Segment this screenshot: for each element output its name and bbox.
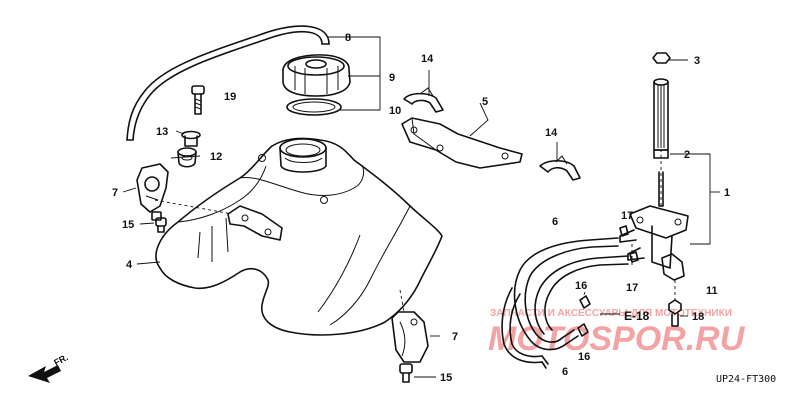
fuel-valve xyxy=(619,205,689,281)
watermark-line2: MOTOSPOR.RU xyxy=(488,320,746,358)
collar-13 xyxy=(181,130,201,147)
grommet-12 xyxy=(177,147,197,168)
front-direction-indicator: FR. xyxy=(28,352,70,383)
bolt-15-left xyxy=(155,217,167,233)
callout-7-left: 7 xyxy=(112,187,118,199)
cap-gasket xyxy=(286,98,342,116)
callout-14-lower: 14 xyxy=(545,127,558,139)
clip-17-lower xyxy=(629,251,639,263)
callout-7-bottom: 7 xyxy=(452,331,458,343)
clip-17-upper xyxy=(619,225,629,237)
fuel-cap xyxy=(282,54,351,97)
fuel-hoses xyxy=(501,237,629,369)
hose-clip-upper xyxy=(403,87,444,113)
callout-14-upper: 14 xyxy=(421,53,434,65)
watermark-line1: ЗАПЧАСТИ И АКСЕССУАРЫ ДЛЯ МОТОТЕХНИКИ xyxy=(490,308,732,319)
clip-16-upper xyxy=(579,295,591,309)
callout-6-upper: 6 xyxy=(552,216,558,228)
callout-10: 10 xyxy=(389,105,401,117)
callout-15-bottom: 15 xyxy=(440,372,452,384)
bolt-15-bottom xyxy=(399,363,413,383)
diagram-code: UP24-FT300 xyxy=(716,374,776,385)
reference-label: E-18 xyxy=(624,309,650,323)
callout-6-lower: 6 xyxy=(562,366,568,378)
mount-rubber-bottom xyxy=(391,311,429,363)
callout-3: 3 xyxy=(694,55,700,67)
front-direction-label: FR. xyxy=(52,352,69,368)
callout-17-lower: 17 xyxy=(626,282,638,294)
fuel-strainer xyxy=(652,52,671,207)
fuel-tank xyxy=(155,137,443,336)
callout-19: 19 xyxy=(224,91,236,103)
callout-16-upper: 16 xyxy=(575,280,587,292)
mount-rubber-left xyxy=(136,163,169,221)
bolt-19 xyxy=(191,85,205,115)
callout-18: 18 xyxy=(692,311,704,323)
clip-16-lower xyxy=(577,323,589,337)
callout-2: 2 xyxy=(684,149,690,161)
arrow-icon xyxy=(28,365,61,383)
callout-8: 8 xyxy=(345,32,351,44)
vent-hose xyxy=(126,25,330,141)
callout-9: 9 xyxy=(389,72,395,84)
callout-15-left: 15 xyxy=(122,219,134,231)
callout-13: 13 xyxy=(156,126,168,138)
hose-clip-lower xyxy=(539,155,581,181)
callout-12: 12 xyxy=(210,151,222,163)
leader-lines xyxy=(122,36,720,378)
callout-11: 11 xyxy=(706,285,718,297)
tank-bracket xyxy=(401,117,523,169)
callout-4: 4 xyxy=(126,259,133,271)
callout-17-upper: 17 xyxy=(621,210,633,222)
callouts: 1 2 3 4 5 6 6 7 7 8 9 10 11 12 13 14 14 … xyxy=(112,32,730,384)
callout-5: 5 xyxy=(482,96,488,108)
callout-1: 1 xyxy=(724,187,730,199)
callout-16-lower: 16 xyxy=(578,351,590,363)
